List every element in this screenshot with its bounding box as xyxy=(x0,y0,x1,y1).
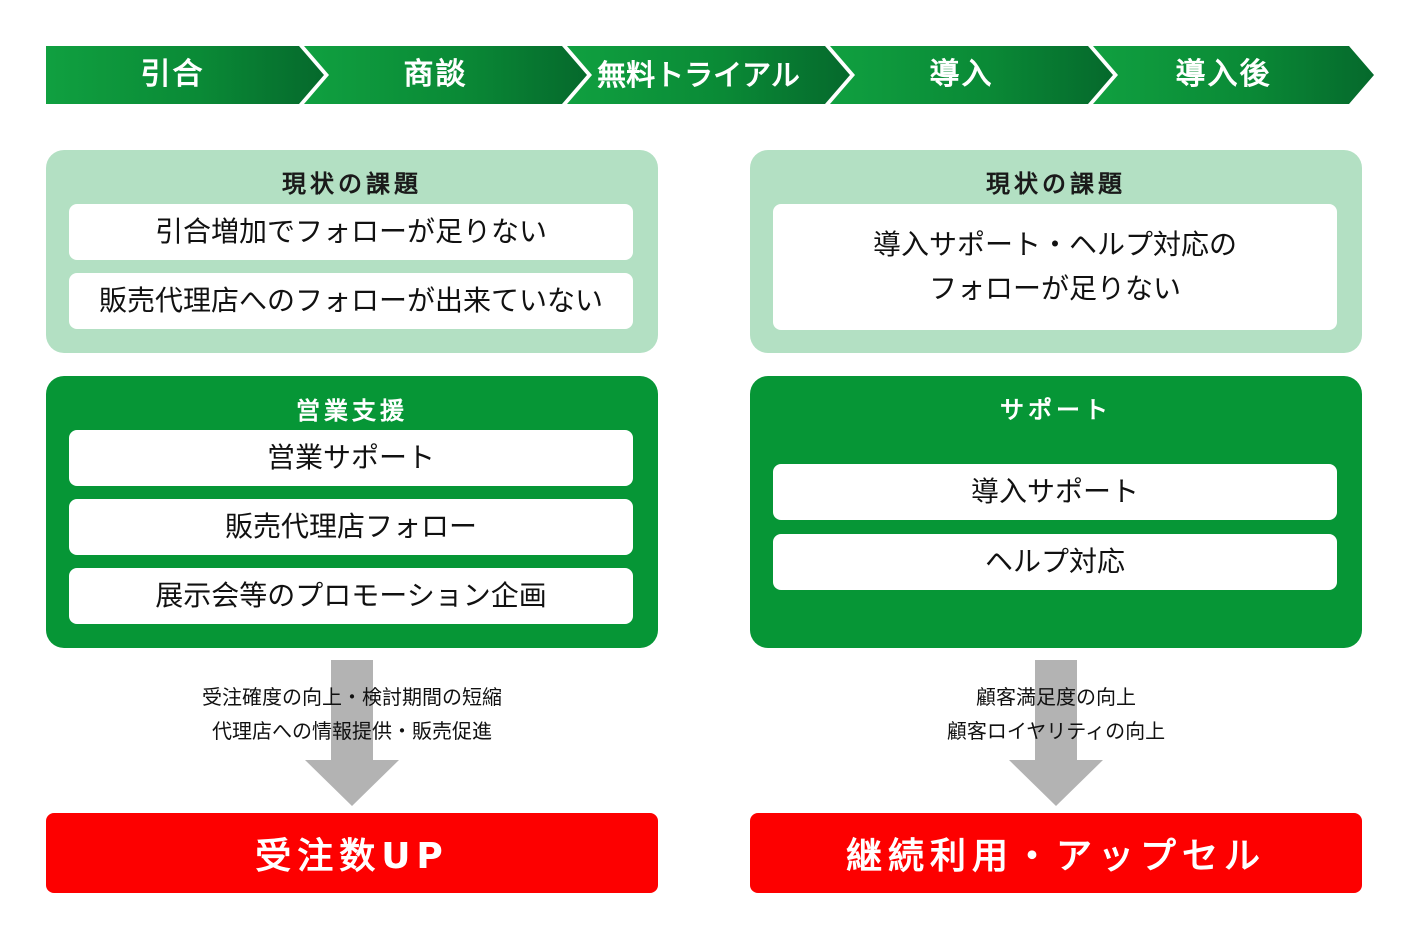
left-solution-item: 展示会等のプロモーション企画 xyxy=(69,568,633,624)
left-effects: 受注確度の向上・検討期間の短縮 代理店への情報提供・販売促進 xyxy=(102,680,602,748)
stage-flow-bar: 引合 商談 無料トライアル 導入 導入後 xyxy=(46,46,1374,104)
left-down-arrow-icon xyxy=(305,660,399,806)
stage-label-post-introduction: 導入後 xyxy=(1175,57,1272,92)
left-solution-item: 販売代理店フォロー xyxy=(69,499,633,555)
right-issues-panel: 現状の課題 導入サポート・ヘルプ対応の フォローが足りない xyxy=(750,150,1362,353)
right-solution-title: サポート xyxy=(1000,396,1112,424)
right-issue-line: 導入サポート・ヘルプ対応の xyxy=(872,228,1237,261)
left-issues-panel: 現状の課題 引合増加でフォローが足りない 販売代理店へのフォローが出来ていない xyxy=(46,150,658,353)
stage-chevron-3 xyxy=(567,46,850,104)
right-effect-line: 顧客満足度の向上 xyxy=(976,685,1136,709)
stage-chevrons xyxy=(46,46,1374,104)
left-effect-line: 代理店への情報提供・販売促進 xyxy=(212,719,492,743)
right-solution-panel: サポート 導入サポート ヘルプ対応 xyxy=(750,376,1362,648)
stage-label-negotiation: 商談 xyxy=(403,57,468,92)
right-down-arrow-icon xyxy=(1009,660,1103,806)
right-issue-item: 導入サポート・ヘルプ対応の フォローが足りない xyxy=(773,204,1337,330)
stage-label-introduction: 導入 xyxy=(929,57,994,92)
left-effect-line: 受注確度の向上・検討期間の短縮 xyxy=(202,685,502,709)
left-solution-item: 営業サポート xyxy=(69,430,633,486)
stage-chevron-4 xyxy=(830,46,1113,104)
stage-label-free-trial: 無料トライアル xyxy=(597,58,800,92)
right-issues-title: 現状の課題 xyxy=(986,170,1126,198)
left-result-banner: 受注数UP xyxy=(46,813,658,893)
right-effects: 顧客満足度の向上 顧客ロイヤリティの向上 xyxy=(806,680,1306,748)
right-solution-item: ヘルプ対応 xyxy=(773,534,1337,590)
left-issue-item: 販売代理店へのフォローが出来ていない xyxy=(69,273,633,329)
right-solution-item: 導入サポート xyxy=(773,464,1337,520)
right-issue-line: フォローが足りない xyxy=(928,272,1181,305)
stage-chevron-5 xyxy=(1093,46,1374,104)
left-solution-panel: 営業支援 営業サポート 販売代理店フォロー 展示会等のプロモーション企画 xyxy=(46,376,658,648)
right-effect-line: 顧客ロイヤリティの向上 xyxy=(946,719,1166,743)
left-issues-title: 現状の課題 xyxy=(282,170,422,198)
left-issue-item: 引合増加でフォローが足りない xyxy=(69,204,633,260)
stage-chevron-2 xyxy=(304,46,587,104)
stage-label-inquiry: 引合 xyxy=(140,57,205,92)
right-result-banner: 継続利用・アップセル xyxy=(750,813,1362,893)
left-solution-title: 営業支援 xyxy=(296,397,408,425)
stage-chevron-1 xyxy=(46,46,324,104)
